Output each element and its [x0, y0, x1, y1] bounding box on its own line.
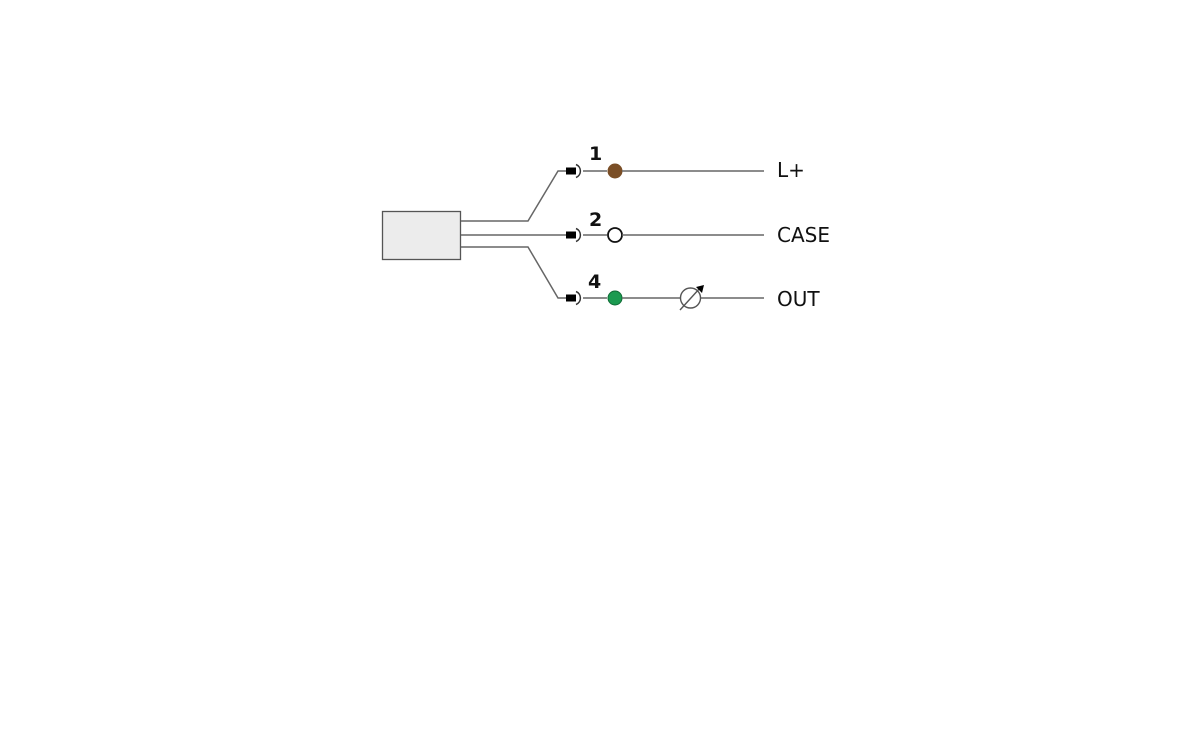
wire-pin-1: [461, 170, 566, 222]
plug-connector-icon: [566, 227, 607, 243]
pin-number-4: 4: [588, 271, 602, 293]
pin-number-1: 1: [589, 143, 603, 165]
wire-color-dot-brown: [607, 163, 623, 179]
pin-number-2: 2: [589, 209, 603, 231]
signal-label-out: OUT: [777, 287, 820, 311]
wire-color-dot-white: [607, 227, 623, 243]
cable-wires: [461, 170, 566, 299]
plug-connector-icon: [566, 163, 607, 179]
sensor-device-box: [381, 210, 462, 261]
variable-resistor-load-icon: [679, 285, 704, 311]
wire-pin-4: [461, 246, 566, 299]
signal-label-l-plus: L+: [777, 158, 805, 182]
output-lines: [622, 170, 764, 299]
signal-label-case: CASE: [777, 223, 830, 247]
plug-connector-icon: [566, 290, 607, 306]
wire-color-dot-green: [607, 290, 623, 306]
